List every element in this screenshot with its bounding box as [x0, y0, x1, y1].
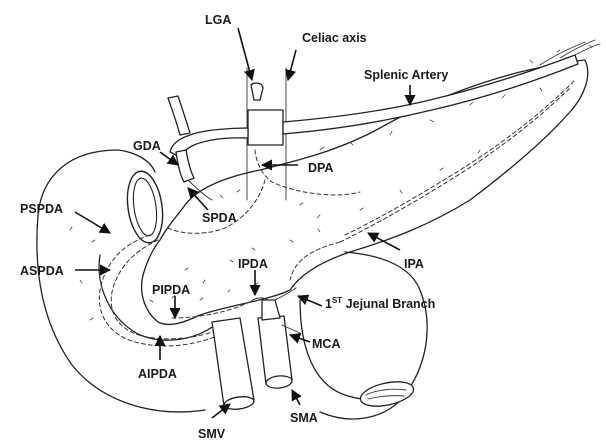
ipa-curve: [290, 242, 340, 280]
arrow-jejunal: [298, 296, 322, 306]
arrow-pspda: [75, 212, 110, 233]
arrow-mca: [290, 335, 310, 342]
smv-vessel: [212, 318, 254, 406]
label-gda: GDA: [133, 139, 161, 153]
label-ipa: IPA: [404, 257, 424, 271]
arrow-celiac: [288, 50, 296, 80]
duodenum-upper-curve: [118, 150, 155, 172]
label-ipda: IPDA: [238, 257, 268, 271]
hepatic-proper-up: [168, 96, 190, 135]
splenic-artery-stem: [283, 55, 578, 134]
label-mca: MCA: [312, 337, 340, 351]
dpa-descending: [168, 180, 265, 233]
arrow-smv: [212, 404, 230, 418]
pancreas-outline: [142, 60, 588, 324]
label-splenic: Splenic Artery: [364, 68, 448, 82]
arrow-lga: [238, 28, 252, 80]
duodenal-bulb: [123, 169, 167, 245]
label-pipda: PIPDA: [152, 283, 190, 297]
label-celiac: Celiac axis: [302, 31, 367, 45]
label-spda: SPDA: [202, 211, 237, 225]
jejunum-lumen: [358, 378, 415, 411]
label-sma: SMA: [290, 411, 318, 425]
arrow-ipa: [368, 233, 400, 250]
label-aipda: AIPDA: [138, 367, 177, 381]
arrow-sma: [292, 390, 300, 405]
label-jejunal-superscript: ST: [332, 296, 342, 305]
label-lga: LGA: [205, 13, 231, 27]
sma-branches: [262, 300, 280, 320]
duodenum-outline: [37, 150, 205, 412]
label-dpa: DPA: [308, 161, 333, 175]
sma-vessel: [258, 316, 292, 384]
label-aspda: ASPDA: [20, 264, 64, 278]
label-smv: SMV: [198, 427, 226, 441]
pancreas-head-lower: [99, 255, 215, 340]
label-jejunal: 1ST Jejunal Branch: [325, 296, 435, 311]
label-pspda: PSPDA: [20, 202, 63, 216]
label-jejunal-text: Jejunal Branch: [342, 297, 435, 311]
lga-vessel: [251, 83, 263, 100]
celiac-trunk: [248, 110, 283, 145]
label-jejunal-number: 1: [325, 297, 332, 311]
gda-vessel: [176, 150, 194, 182]
